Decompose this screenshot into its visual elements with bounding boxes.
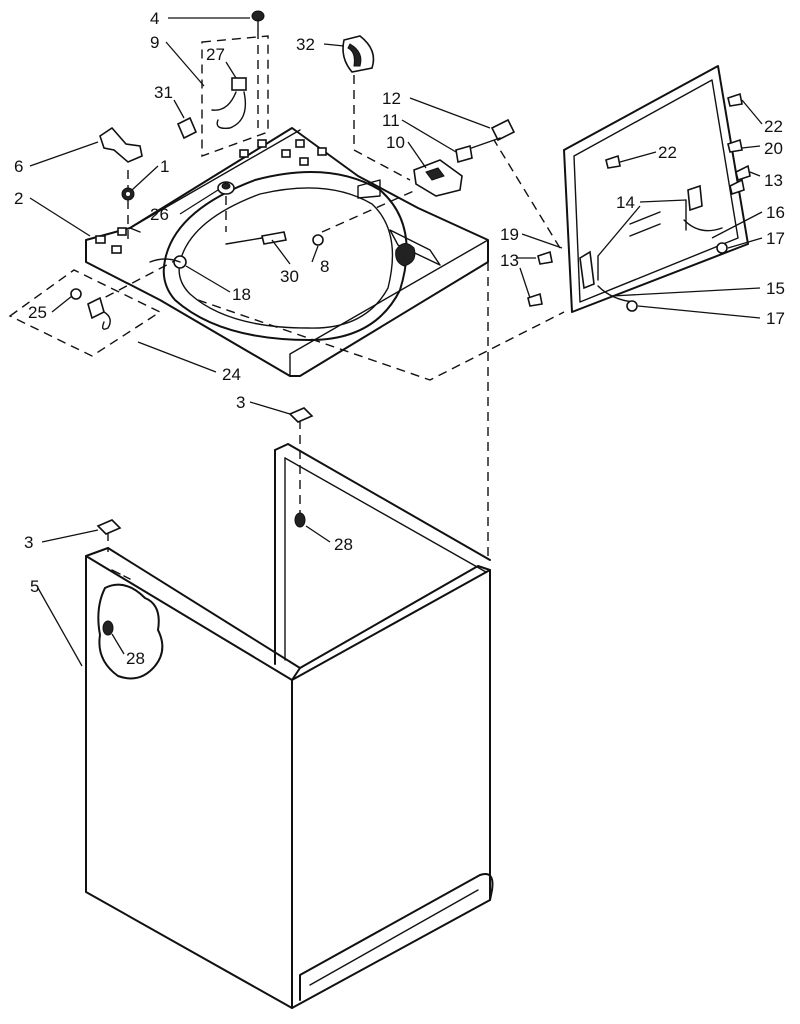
- callout-20: 20: [764, 139, 783, 158]
- callout-28-top: 28: [334, 535, 353, 554]
- screw-22-top-icon: [727, 92, 743, 107]
- clip-31-icon: [176, 116, 198, 140]
- screw-8-icon: [312, 234, 324, 246]
- screw-4-icon: [251, 10, 265, 31]
- callout-30: 30: [280, 267, 299, 286]
- callout-22-inner: 22: [658, 143, 677, 162]
- callout-3-left: 3: [24, 533, 33, 552]
- callout-31: 31: [154, 83, 173, 102]
- hose-30-icon: [225, 231, 287, 245]
- nut-1-icon: [121, 187, 135, 201]
- callout-25: 25: [28, 303, 47, 322]
- callout-2: 2: [14, 189, 23, 208]
- callout-9: 9: [150, 33, 159, 52]
- switch-25-icon: [70, 288, 111, 330]
- assembly-lines: [8, 30, 565, 560]
- callout-13-left: 13: [500, 251, 519, 270]
- knob-26-icon: [217, 181, 235, 195]
- screw-20-icon: [727, 138, 743, 153]
- cabinet: [85, 443, 494, 1009]
- bumper-17-top-icon: [716, 242, 728, 254]
- callout-27: 27: [206, 45, 225, 64]
- screw-22-inner-icon: [605, 154, 621, 169]
- callout-5: 5: [30, 577, 39, 596]
- callout-32: 32: [296, 35, 315, 54]
- switch-housing-10-icon: [413, 159, 463, 197]
- callout-12: 12: [382, 89, 401, 108]
- switch-bracket-11-icon: [455, 144, 473, 164]
- clip-3-top-icon: [288, 407, 314, 423]
- strike-14-icon: [597, 199, 687, 281]
- callout-6: 6: [14, 157, 23, 176]
- top-panel: [85, 127, 489, 377]
- callout-26: 26: [150, 205, 169, 224]
- screws-13-left-icon: [527, 250, 553, 307]
- callout-18: 18: [232, 285, 251, 304]
- small-parts: [70, 10, 751, 636]
- lid: [563, 65, 749, 313]
- callout-16: 16: [766, 203, 785, 222]
- screw-28-top-icon: [294, 512, 306, 528]
- cap-32-icon: [342, 35, 375, 73]
- leader-lines: [29, 17, 763, 667]
- callout-13-right: 13: [764, 171, 783, 190]
- bracket-6-icon: [99, 126, 143, 163]
- callout-3-top: 3: [236, 393, 245, 412]
- callout-24: 24: [222, 365, 241, 384]
- callout-19: 19: [500, 225, 519, 244]
- callout-15: 15: [766, 279, 785, 298]
- wiring-18-icon: [149, 255, 187, 269]
- callout-17-top: 17: [766, 229, 785, 248]
- screw-28-front-icon: [102, 620, 114, 636]
- callout-28-front: 28: [126, 649, 145, 668]
- callout-8: 8: [320, 257, 329, 276]
- console-holes: [95, 139, 327, 254]
- clip-3-left-icon: [96, 519, 122, 535]
- callout-11: 11: [382, 111, 400, 130]
- bumper-17-bottom-icon: [626, 300, 638, 312]
- callout-1: 1: [160, 157, 169, 176]
- callout-4: 4: [150, 9, 159, 28]
- callout-10: 10: [386, 133, 405, 152]
- callout-labels: 4 9 27 31 32 12 11 10 6 1 2 26 30 8 18 2…: [14, 9, 785, 668]
- callout-14: 14: [616, 193, 635, 212]
- screws-13-right-icon: [729, 164, 751, 196]
- callout-17-bottom: 17: [766, 309, 785, 328]
- wire-harness-27-icon: [211, 77, 247, 130]
- callout-22-top: 22: [764, 117, 783, 136]
